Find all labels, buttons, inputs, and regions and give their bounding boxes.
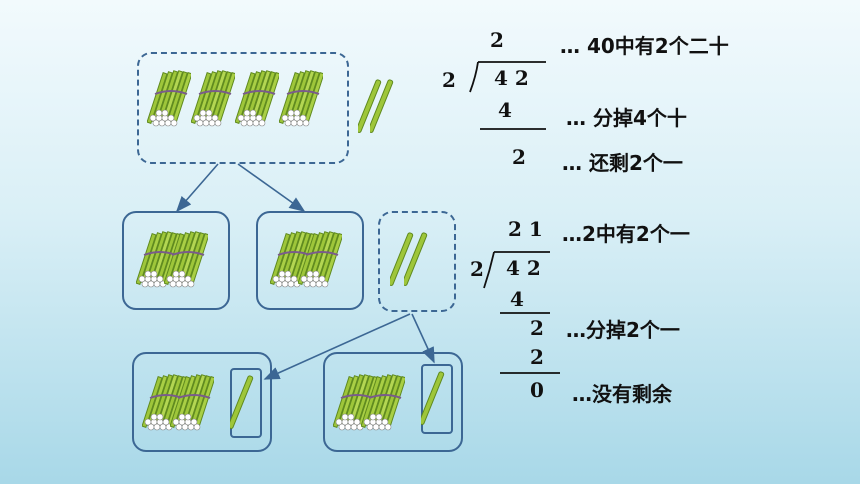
top-group-box bbox=[137, 52, 349, 164]
ones-inner-box bbox=[421, 364, 453, 434]
bottom-group-box-left bbox=[132, 352, 272, 452]
division1-subtract: 4 bbox=[498, 98, 512, 122]
division2-subtract1: 4 bbox=[510, 287, 524, 311]
division1-note-1: … 40中有2个二十 bbox=[560, 34, 729, 58]
middle-group-box-center bbox=[256, 211, 364, 310]
division1-dividend: 4 2 bbox=[494, 66, 529, 90]
division2-dividend: 4 2 bbox=[506, 256, 541, 280]
division2-note-2: …分掉2个一 bbox=[566, 318, 680, 342]
division2-bracket bbox=[483, 251, 560, 374]
division2-subtract2: 2 bbox=[530, 345, 544, 369]
division1-divisor: 2 bbox=[442, 68, 456, 92]
division1-note-3: … 还剩2个一 bbox=[562, 151, 683, 175]
division1-quotient: 2 bbox=[490, 28, 504, 52]
middle-ones-box bbox=[378, 211, 456, 312]
bottom-group-box-right bbox=[323, 352, 463, 452]
division2-note-3: …没有剩余 bbox=[572, 382, 672, 406]
division1-note-2: … 分掉4个十 bbox=[566, 106, 687, 130]
division2-divisor: 2 bbox=[470, 257, 484, 281]
division2-bring-down: 2 bbox=[530, 316, 544, 340]
ones-inner-box bbox=[230, 368, 262, 438]
division2-quotient: 2 1 bbox=[508, 217, 543, 241]
division1-bracket bbox=[469, 61, 546, 130]
division1-remainder: 2 bbox=[512, 145, 526, 169]
division2-note-1: …2中有2个一 bbox=[562, 222, 690, 246]
division2-remainder: 0 bbox=[530, 378, 544, 402]
